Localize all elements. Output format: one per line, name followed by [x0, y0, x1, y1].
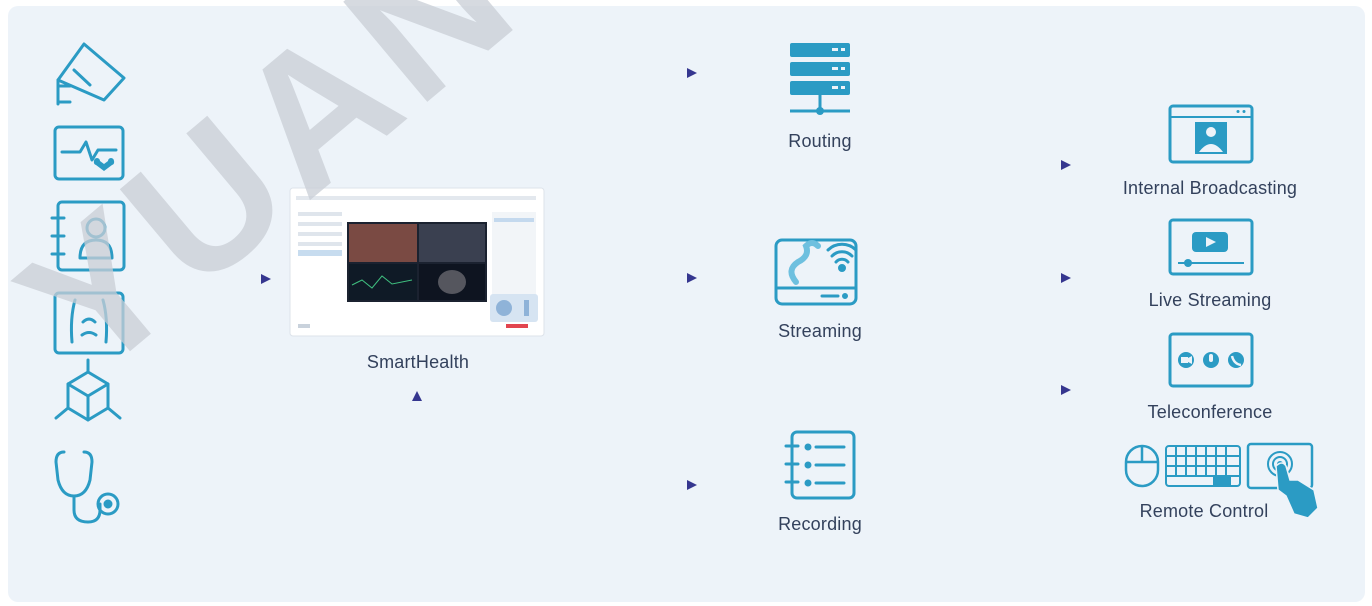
input-connector	[147, 71, 271, 487]
routing-icon	[790, 43, 850, 115]
touchscreen-icon	[1246, 442, 1319, 519]
diagram-canvas	[8, 6, 1365, 602]
xray-icon	[53, 291, 125, 355]
smarthealth-screenshot	[289, 187, 545, 337]
output-connector	[566, 68, 697, 490]
remote-control-label: Remote Control	[1139, 501, 1269, 521]
keyboard-icon	[1165, 445, 1241, 487]
streaming-label: Streaming	[778, 321, 862, 341]
routing-label: Routing	[788, 131, 852, 151]
live-streaming-label: Live Streaming	[1148, 290, 1272, 310]
3d-model-icon	[54, 358, 122, 422]
internal-broadcasting-label: Internal Broadcasting	[1122, 178, 1298, 198]
camera-icon	[56, 42, 126, 106]
patient-record-icon	[50, 200, 126, 272]
teleconference-label: Teleconference	[1147, 402, 1273, 422]
teleconference-icon	[1168, 332, 1254, 388]
streaming-connector	[940, 160, 1071, 395]
stethoscope-icon	[54, 450, 120, 524]
recording-label: Recording	[778, 514, 862, 534]
mouse-icon	[1124, 444, 1160, 488]
live-streaming-icon	[1168, 218, 1254, 276]
feedback-connector	[412, 391, 1214, 578]
recording-icon	[784, 430, 856, 500]
internal-broadcasting-icon	[1168, 104, 1254, 164]
vital-monitor-icon	[53, 125, 125, 181]
streaming-icon	[774, 238, 858, 306]
smarthealth-label: SmartHealth	[366, 352, 470, 372]
